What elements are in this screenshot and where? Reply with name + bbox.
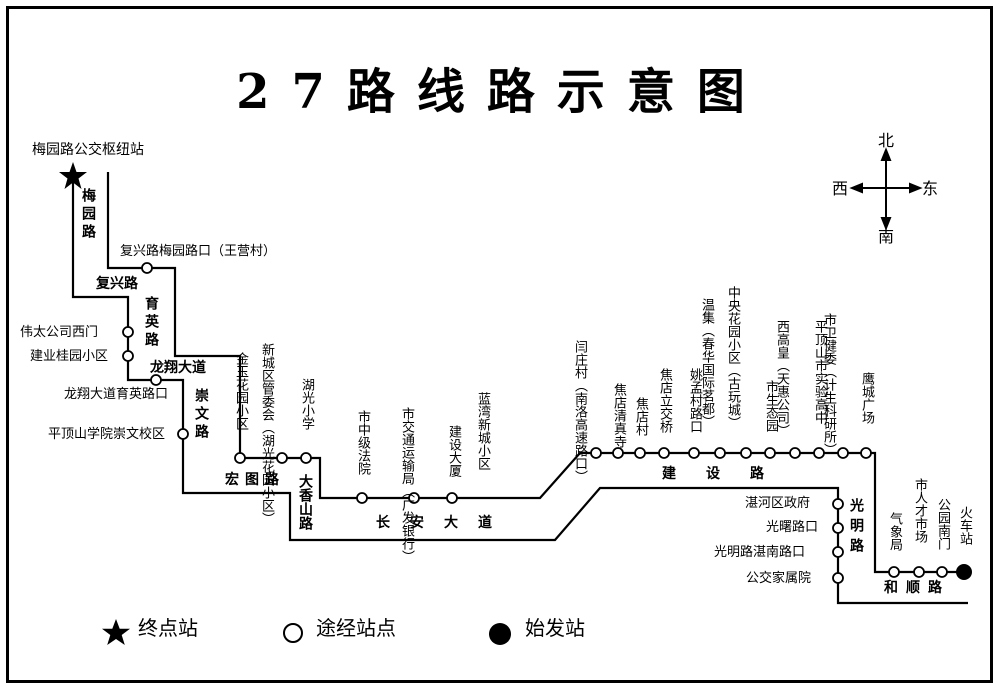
stop-label: 建业桂园小区 (30, 349, 109, 364)
stop-label: 火车站 (957, 506, 972, 545)
legend-dot-icon (489, 623, 511, 645)
compass-west: 西 (832, 179, 849, 198)
legend-terminal: 终点站 (138, 616, 198, 640)
road-label: 梅园路 (80, 188, 96, 242)
stop-label: 焦店村 (633, 397, 648, 436)
stop-label: 平顶山市实验高中 (812, 320, 827, 424)
road-label: 复兴路 (96, 276, 138, 292)
north-arrow-icon (880, 147, 892, 161)
stop-marker (300, 452, 312, 464)
stop-marker (356, 492, 368, 504)
stop-marker (936, 566, 948, 578)
road-label: 龙翔大道 (150, 360, 206, 376)
east-arrow-icon (909, 182, 923, 194)
stop-marker (590, 447, 602, 459)
stop-marker (860, 447, 872, 459)
map-title: 27路线路示意图 (236, 64, 767, 120)
stop-marker (789, 447, 801, 459)
road-label: 大香山路 (297, 474, 313, 530)
road-label: 长安大道 (376, 515, 512, 531)
compass-east: 东 (922, 179, 939, 198)
stop-label: 龙翔大道育英路口 (64, 387, 169, 402)
stop-label: 湛河区政府 (745, 496, 811, 511)
stop-label: 光曙路口 (766, 520, 819, 535)
terminal-label: 梅园路公交枢纽站 (32, 142, 144, 158)
stop-label: 复兴路梅园路口（王营村） (120, 244, 277, 259)
stop-marker (658, 447, 670, 459)
origin-station-icon (956, 564, 972, 580)
stop-marker (122, 326, 134, 338)
stop-label: 市卫健委（计生科研所） (821, 313, 836, 456)
stop-marker (888, 566, 900, 578)
stop-label: 闫庄村（南洛高速路口） (572, 340, 587, 483)
stop-label: 焦店立交桥 (657, 368, 672, 433)
legend-origin: 始发站 (525, 616, 585, 640)
stop-marker (234, 452, 246, 464)
stop-marker (276, 452, 288, 464)
stop-label: 市中级法院 (355, 410, 370, 475)
compass-north: 北 (878, 131, 895, 150)
stop-label: 市交通运输局（广发银行） (399, 407, 414, 563)
west-arrow-icon (849, 182, 863, 194)
stop-label: 公园南门 (935, 498, 950, 550)
stop-marker (832, 522, 844, 534)
map-frame (6, 6, 993, 683)
route-line (71, 172, 968, 605)
stop-label: 新城区管委会（湖光花园小区） (259, 343, 274, 525)
terminal-star-icon (59, 162, 87, 189)
stop-marker (408, 492, 420, 504)
road-label: 宏图路 (225, 472, 285, 488)
stop-marker (141, 262, 153, 274)
stop-label: 中央花园小区（古玩城） (725, 286, 740, 429)
stop-label: 市生态园 (763, 380, 778, 432)
road-label: 育英路 (143, 296, 159, 350)
stop-marker (764, 447, 776, 459)
stop-label: 市人才市场 (912, 478, 927, 543)
stop-marker (813, 447, 825, 459)
stop-marker (177, 428, 189, 440)
stop-label: 蓝湾新城小区 (475, 392, 490, 470)
stop-marker (832, 572, 844, 584)
stop-label: 建设大厦 (446, 425, 461, 477)
stop-marker (714, 447, 726, 459)
compass (849, 147, 923, 231)
legend-star-icon (102, 619, 130, 645)
route-line-east (106, 172, 965, 574)
stop-marker (837, 447, 849, 459)
legend-circle-icon (283, 623, 303, 643)
stop-label: 金玉花园小区 (233, 352, 248, 430)
stop-marker (122, 350, 134, 362)
compass-south: 南 (878, 227, 895, 246)
stop-label: 鹰城广场 (859, 372, 874, 424)
stop-markers (122, 262, 948, 584)
stop-marker (634, 447, 646, 459)
stop-marker (832, 498, 844, 510)
stop-label: 光明路湛南路口 (714, 545, 806, 560)
south-arrow-icon (880, 217, 892, 231)
road-label: 崇文路 (193, 388, 209, 442)
stop-label: 西高皇（天惠公司） (774, 320, 789, 437)
route-line-west (71, 178, 968, 605)
stop-label: 姚孟村路口 (687, 368, 702, 433)
stop-marker (688, 447, 700, 459)
stop-marker (740, 447, 752, 459)
stop-label: 温集（春华国际茗都） (699, 298, 714, 428)
stop-marker (612, 447, 624, 459)
road-label: 和顺路 (884, 580, 950, 596)
stop-label: 伟太公司西门 (20, 325, 99, 340)
legend-via: 途经站点 (316, 616, 396, 640)
stop-label: 公交家属院 (746, 571, 812, 586)
road-label: 建设路 (662, 466, 794, 482)
stop-label: 气象局 (887, 512, 902, 551)
stop-marker (913, 566, 925, 578)
stop-marker (150, 374, 162, 386)
stop-marker (832, 546, 844, 558)
stop-label: 湖光小学 (299, 378, 314, 430)
stop-label: 焦店清真寺 (611, 383, 626, 448)
stop-label: 平顶山学院崇文校区 (48, 427, 166, 442)
road-label: 光明路 (848, 498, 864, 558)
stop-marker (446, 492, 458, 504)
